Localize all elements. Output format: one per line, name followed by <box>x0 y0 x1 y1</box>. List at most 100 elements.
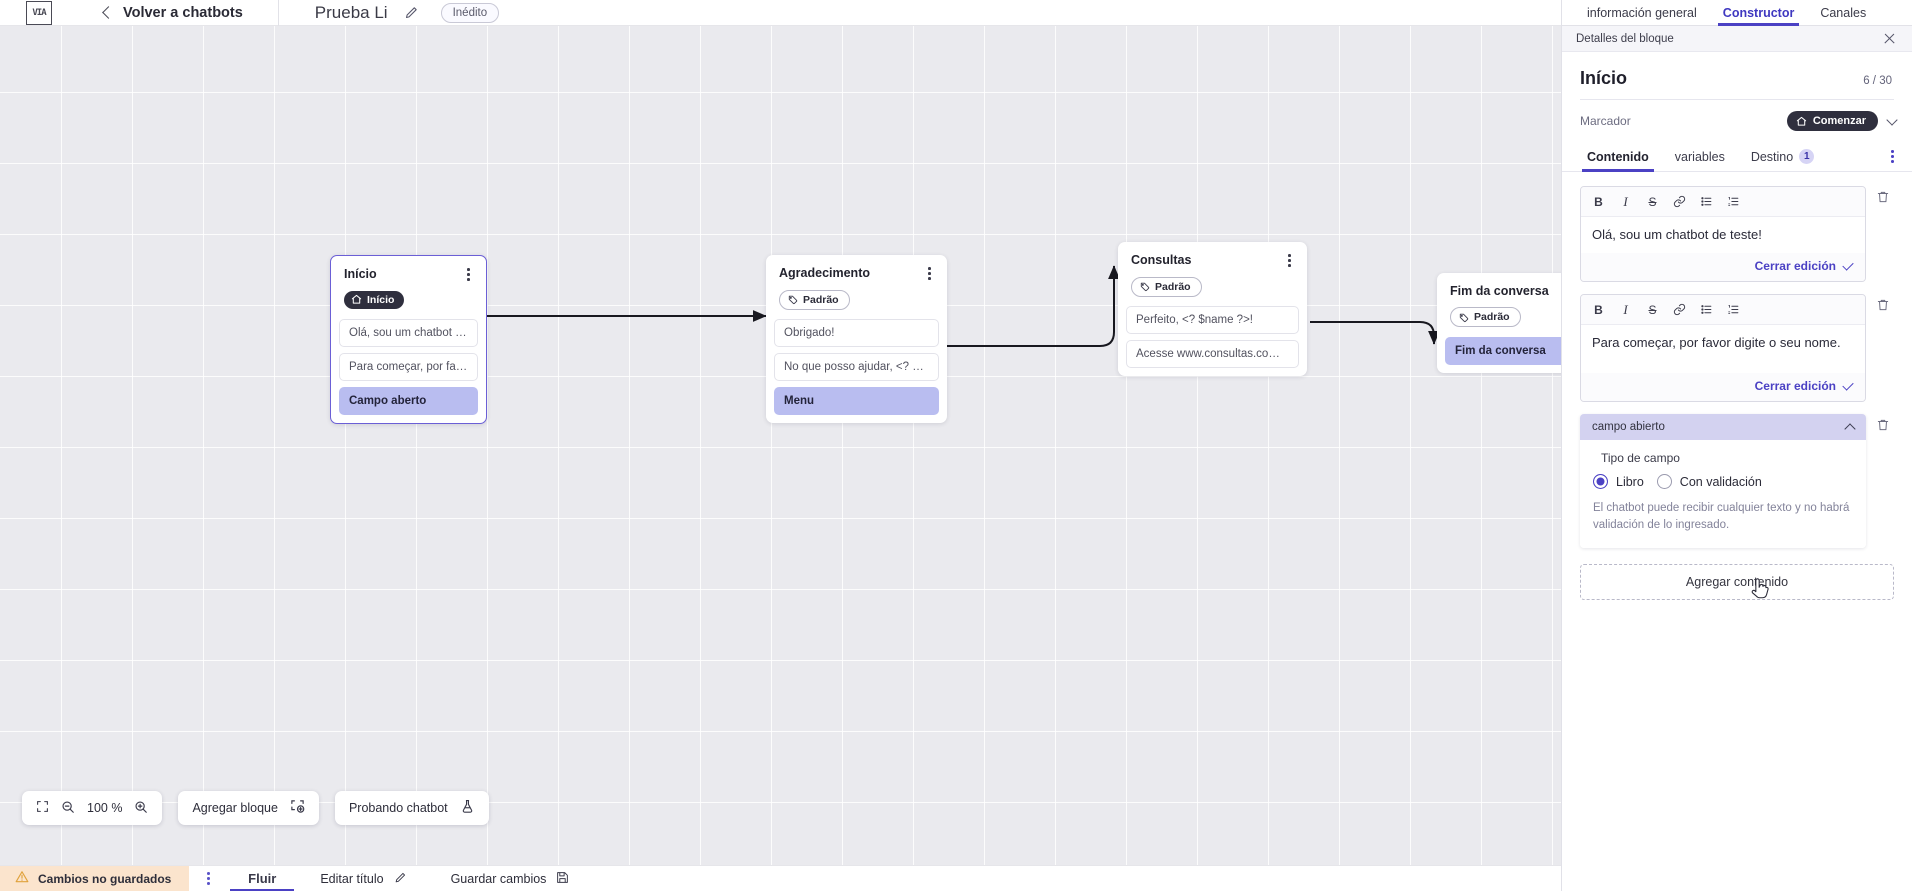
content-editor-block: B I S Para começar, por favor di <box>1580 294 1894 403</box>
node-action-block[interactable]: Menu <box>774 387 939 416</box>
delete-field-icon[interactable] <box>1872 414 1894 432</box>
edit-pencil-icon[interactable] <box>404 5 419 20</box>
chevron-down-icon[interactable] <box>1886 113 1898 126</box>
fit-screen-icon[interactable] <box>36 800 49 816</box>
flow-node-consultas[interactable]: Consultas Padrão Perfeito, <? $name ?>! … <box>1118 242 1307 377</box>
radio-libro[interactable] <box>1593 474 1608 490</box>
tab-fluir-label: Fluir <box>248 871 277 886</box>
node-message[interactable]: Obrigado! <box>774 319 939 348</box>
content-tabs-menu-icon[interactable] <box>1885 149 1900 164</box>
add-block-button[interactable]: Agregar bloque <box>178 791 319 825</box>
canvas-toolbar: 100 % Agregar bloque Probando chatbot <box>22 791 489 825</box>
node-tag-label: Padrão <box>1155 280 1191 293</box>
node-tag-default: Padrão <box>1131 276 1202 297</box>
flow-node-agradecimento[interactable]: Agradecimento Padrão Obrigado! No que po… <box>766 255 947 424</box>
radio-option-con-validacion[interactable]: Con validación <box>1656 474 1762 490</box>
statusbar-menu-icon[interactable] <box>207 871 211 886</box>
open-field-header[interactable]: campo abierto <box>1580 414 1866 441</box>
node-tag-start: Início <box>344 290 405 309</box>
flow-node-fim-da-conversa[interactable]: Fim da conversa Padrão Fim da conversa <box>1437 273 1561 373</box>
node-menu-icon[interactable] <box>464 267 473 282</box>
node-menu-icon[interactable] <box>1285 253 1294 268</box>
tab-fluir[interactable]: Fluir <box>230 866 295 891</box>
close-edit-button[interactable]: Cerrar edición <box>1581 253 1865 282</box>
node-title: Agradecimento <box>779 266 870 280</box>
strikethrough-icon[interactable]: S <box>1648 302 1657 317</box>
marcador-chip-comenzar[interactable]: Comenzar <box>1786 111 1878 131</box>
bold-icon[interactable]: B <box>1594 302 1603 317</box>
node-message[interactable]: Perfeito, <? $name ?>! <box>1126 306 1299 335</box>
link-icon[interactable] <box>1666 299 1693 320</box>
zoom-in-icon[interactable] <box>134 800 148 817</box>
tab-contenido[interactable]: Contenido <box>1576 142 1660 172</box>
node-action-block[interactable]: Campo aberto <box>339 387 478 416</box>
italic-icon[interactable]: I <box>1623 301 1628 317</box>
tab-canales[interactable]: Canales <box>1807 0 1879 26</box>
radio-option-libro[interactable]: Libro <box>1593 474 1644 490</box>
page-title: Prueba Li <box>314 2 388 22</box>
tab-destino[interactable]: Destino 1 <box>1740 142 1825 172</box>
edit-title-button[interactable]: Editar título <box>302 871 424 887</box>
radio-con-validacion[interactable] <box>1656 474 1672 490</box>
tab-informacion-general[interactable]: información general <box>1574 0 1710 26</box>
close-edit-button[interactable]: Cerrar edición <box>1581 373 1865 402</box>
node-tag-label: Início <box>367 293 395 306</box>
save-changes-button[interactable]: Guardar cambios <box>433 871 588 887</box>
test-chatbot-button[interactable]: Probando chatbot <box>334 791 489 825</box>
node-message[interactable]: Olá, sou um chatbot de teste! <box>339 319 478 348</box>
bullet-list-icon[interactable] <box>1693 191 1720 212</box>
panel-title-row: Início 6 / 30 <box>1562 52 1912 99</box>
field-help-text: El chatbot puede recibir cualquier texto… <box>1593 502 1850 532</box>
panel-subheader: Detalles del bloque <box>1562 26 1912 52</box>
bullet-list-icon[interactable] <box>1693 299 1720 320</box>
panel-body: B I S Olá, sou um chatbot de tes <box>1562 172 1912 548</box>
numbered-list-icon[interactable] <box>1720 191 1747 212</box>
block-details-panel: información general Constructor Canales … <box>1561 0 1912 891</box>
link-icon[interactable] <box>1666 191 1693 212</box>
strikethrough-icon[interactable]: S <box>1648 194 1657 209</box>
node-action-block[interactable]: Fim da conversa <box>1445 336 1561 365</box>
numbered-list-icon[interactable] <box>1720 299 1747 320</box>
editor-text[interactable]: Para começar, por favor digite o seu nom… <box>1581 325 1865 374</box>
radio-label: Con validación <box>1679 474 1762 489</box>
add-content-label: Agregar contenido <box>1685 574 1789 589</box>
node-message[interactable]: No que posso ajudar, <? $name ... <box>774 353 939 382</box>
italic-icon[interactable]: I <box>1623 193 1628 209</box>
editor-text[interactable]: Olá, sou um chatbot de teste! <box>1581 217 1865 254</box>
tab-label: Contenido <box>1587 149 1649 164</box>
node-title: Fim da conversa <box>1450 284 1549 298</box>
marcador-chip-label: Comenzar <box>1812 115 1866 127</box>
test-chatbot-label: Probando chatbot <box>348 801 448 815</box>
brand-logo-icon[interactable]: VIA <box>26 0 52 25</box>
close-icon[interactable] <box>1882 31 1897 46</box>
add-content-button[interactable]: Agregar contenido <box>1580 563 1894 600</box>
top-bar: VIA Volver a chatbots Prueba Li Inédito <box>0 0 1561 26</box>
back-to-chatbots-link[interactable]: Volver a chatbots <box>102 5 243 21</box>
zoom-level-label: 100 % <box>87 801 123 815</box>
node-message[interactable]: Acesse www.consultas.com par... <box>1126 340 1299 369</box>
add-block-label: Agregar bloque <box>192 801 278 815</box>
node-tag-default: Padrão <box>1450 307 1521 327</box>
destino-count-badge: 1 <box>1799 149 1815 164</box>
status-badge: Inédito <box>440 2 500 23</box>
bottom-status-bar: Cambios no guardados Fluir Editar título… <box>0 865 1561 891</box>
flow-node-inicio[interactable]: Início Início Olá, sou um chatbot de tes… <box>330 255 487 425</box>
delete-content-icon[interactable] <box>1872 186 1894 204</box>
chevron-up-icon[interactable] <box>1844 423 1856 435</box>
bold-icon[interactable]: B <box>1594 194 1603 209</box>
node-menu-icon[interactable] <box>925 266 934 281</box>
zoom-controls[interactable]: 100 % <box>22 791 163 825</box>
node-title: Início <box>344 267 377 281</box>
marcador-label: Marcador <box>1580 114 1631 128</box>
block-counter: 6 / 30 <box>1863 75 1892 87</box>
delete-content-icon[interactable] <box>1872 294 1894 312</box>
tab-label: Canales <box>1820 5 1867 20</box>
node-title: Consultas <box>1131 253 1192 267</box>
tab-variables[interactable]: variables <box>1664 142 1736 172</box>
tab-constructor[interactable]: Constructor <box>1710 0 1808 26</box>
unsaved-changes-indicator: Cambios no guardados <box>0 865 190 891</box>
zoom-out-icon[interactable] <box>61 800 75 817</box>
node-message[interactable]: Para começar, por favor digite o ... <box>339 353 478 382</box>
rich-text-toolbar: B I S <box>1581 187 1865 217</box>
flow-canvas[interactable]: Início Início Olá, sou um chatbot de tes… <box>0 26 1561 865</box>
